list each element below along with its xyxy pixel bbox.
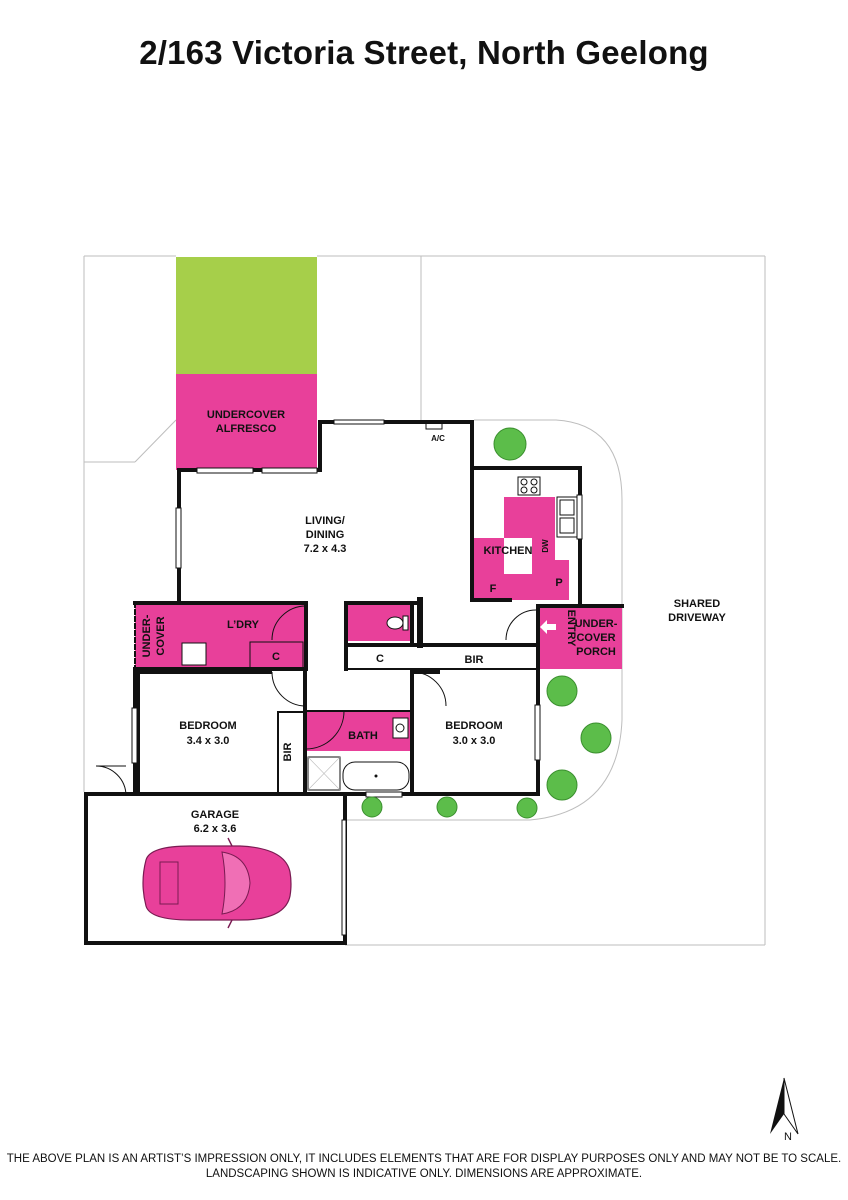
undercover-side-label: UNDER-	[141, 614, 153, 657]
alfresco-area	[176, 374, 317, 470]
shrub	[516, 797, 538, 819]
garden-edge	[345, 419, 623, 821]
living-dims: 7.2 x 4.3	[304, 543, 347, 555]
garage-label: GARAGE	[191, 809, 239, 821]
bedroom1-label: BEDROOM	[179, 720, 236, 732]
shrubs	[361, 427, 612, 819]
pantry-label: P	[555, 577, 562, 589]
porch-label-2: COVER	[576, 632, 615, 644]
bedroom2-label: BEDROOM	[445, 720, 502, 732]
laundry-cupboard-label: C	[272, 651, 280, 663]
laundry-label: L’DRY	[227, 619, 260, 631]
undercover-side-fill	[135, 603, 179, 669]
entry-arrow	[540, 620, 556, 634]
lawn-area	[176, 257, 317, 374]
car-icon	[142, 837, 292, 929]
porch-fill	[538, 606, 622, 669]
shrub	[493, 427, 527, 461]
kitchen-label: KITCHEN	[484, 545, 533, 557]
living-label-2: DINING	[306, 529, 345, 541]
shrub	[361, 796, 383, 818]
disclaimer-line-1: THE ABOVE PLAN IS AN ARTIST’S IMPRESSION…	[6, 1153, 842, 1165]
ac-label: A/C	[431, 434, 445, 443]
dw-label: DW	[541, 539, 550, 553]
alfresco-label: UNDERCOVER	[207, 409, 285, 421]
shrub	[436, 796, 458, 818]
lot-boundary	[83, 255, 766, 946]
porch-label: UNDER-	[575, 618, 618, 630]
compass-label: N	[784, 1131, 792, 1143]
entry-label: ENTRY	[565, 610, 577, 648]
bir-small-label: BIR	[282, 742, 294, 761]
disclaimer-line-2: LANDSCAPING SHOWN IS INDICATIVE ONLY. DI…	[205, 1168, 643, 1180]
hall-cupboard-label: C	[376, 653, 384, 665]
alfresco-label-2: ALFRESCO	[216, 423, 277, 435]
cooktop	[517, 476, 541, 496]
toilet	[386, 616, 404, 630]
driveway-label: SHARED	[674, 598, 721, 610]
bedroom2-dims: 3.0 x 3.0	[453, 735, 496, 747]
laundry-tub	[181, 642, 207, 666]
shrub	[546, 675, 578, 707]
door-swings	[95, 605, 537, 797]
shrub	[546, 769, 578, 801]
compass-icon	[770, 1077, 799, 1135]
vanity-basin	[392, 717, 409, 739]
shrub	[580, 722, 612, 754]
undercover-side-label-2: COVER	[155, 616, 167, 655]
living-label: LIVING/	[305, 515, 345, 527]
fixtures	[181, 422, 578, 791]
kitchen-island-cutout	[504, 538, 532, 574]
bath-label: BATH	[348, 730, 378, 742]
driveway-label-2: DRIVEWAY	[668, 612, 726, 624]
room-labels: UNDERCOVER ALFRESCO LIVING/ DINING 7.2 x…	[141, 409, 726, 835]
fridge-label: F	[490, 583, 497, 595]
bedroom1-dims: 3.4 x 3.0	[187, 735, 230, 747]
page-title: 2/163 Victoria Street, North Geelong	[139, 34, 709, 71]
porch-label-3: PORCH	[576, 646, 616, 658]
bir-main-label: BIR	[465, 654, 484, 666]
windows	[131, 419, 583, 936]
garage-dims: 6.2 x 3.6	[194, 823, 237, 835]
